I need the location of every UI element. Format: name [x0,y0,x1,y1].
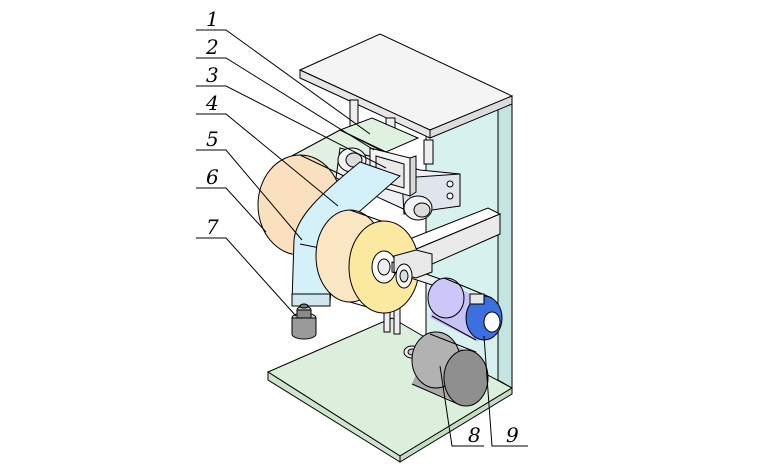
callout-6: 6 [206,165,219,189]
blue-motor [427,277,503,342]
take-up-roll [315,209,420,314]
callout-5: 5 [206,127,219,151]
callout-3: 3 [206,63,219,87]
top-plate [298,33,514,139]
callout-7: 7 [206,215,219,239]
leader-lines [196,29,528,447]
callout-9: 9 [506,423,519,447]
gray-motor [411,331,489,407]
callout-numbers: 1 2 3 4 5 6 7 8 9 [205,7,519,447]
callout-1: 1 [206,7,219,31]
callout-8: 8 [468,423,481,447]
callout-2: 2 [205,35,219,59]
callout-4: 4 [205,91,219,115]
sensor [291,303,317,340]
